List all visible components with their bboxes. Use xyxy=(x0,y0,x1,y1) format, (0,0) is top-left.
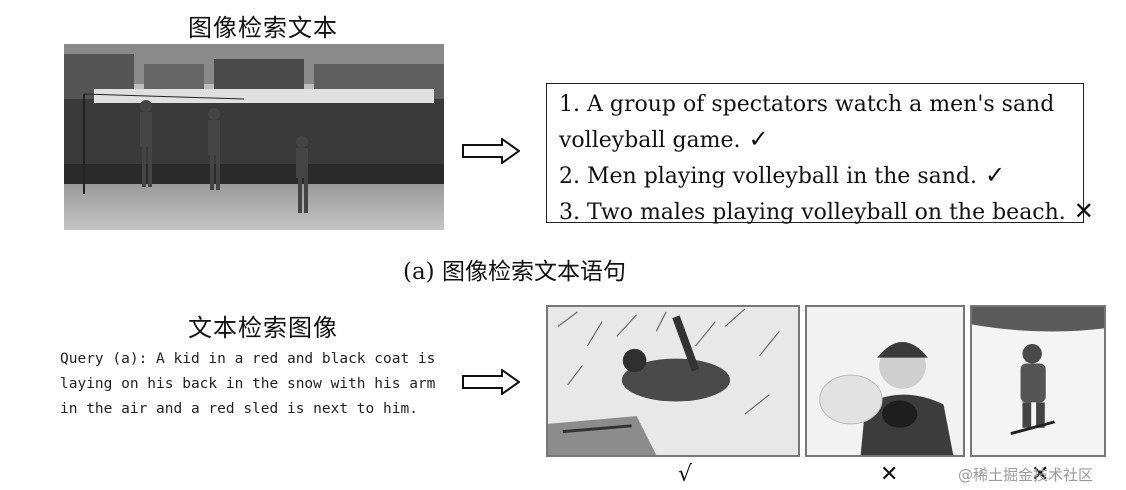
section-a-title: 图像检索文本 xyxy=(188,14,338,42)
result-text: 3. Two males playing volleyball on the b… xyxy=(559,200,1066,225)
result-text: volleyball game. xyxy=(559,128,741,153)
watermark: @稀土掘金技术社区 xyxy=(958,466,1094,484)
result-line: 2. Men playing volleyball in the sand. ✓ xyxy=(559,158,1073,194)
arrow-right-icon xyxy=(462,369,520,395)
snow-photo-1 xyxy=(546,305,800,457)
volleyball-photo xyxy=(64,44,444,230)
query-text: Query (a): A kid in a red and black coat… xyxy=(60,351,436,417)
result-line: 1. A group of spectators watch a men's s… xyxy=(559,88,1073,122)
arrow-right-icon xyxy=(462,138,520,164)
snow-photo-3 xyxy=(970,305,1106,457)
section-a-caption: (a) 图像检索文本语句 xyxy=(403,259,626,285)
check-icon: √ xyxy=(678,462,693,487)
check-icon: ✓ xyxy=(748,125,769,153)
snow-photo-2 xyxy=(805,305,965,457)
result-line: 3. Two males playing volleyball on the b… xyxy=(559,194,1094,230)
result-line: volleyball game. ✓ xyxy=(559,122,1073,158)
result-text: 1. A group of spectators watch a men's s… xyxy=(559,92,1055,117)
check-icon: ✓ xyxy=(984,161,1006,189)
cross-icon: ✕ xyxy=(880,462,899,487)
result-text: 2. Men playing volleyball in the sand. xyxy=(559,164,977,189)
retrieved-text-results: 1. A group of spectators watch a men's s… xyxy=(546,83,1094,225)
section-b-title: 文本检索图像 xyxy=(188,314,338,342)
cross-icon: ✕ xyxy=(1073,197,1094,225)
cross-icon: ✕ xyxy=(1031,462,1050,487)
